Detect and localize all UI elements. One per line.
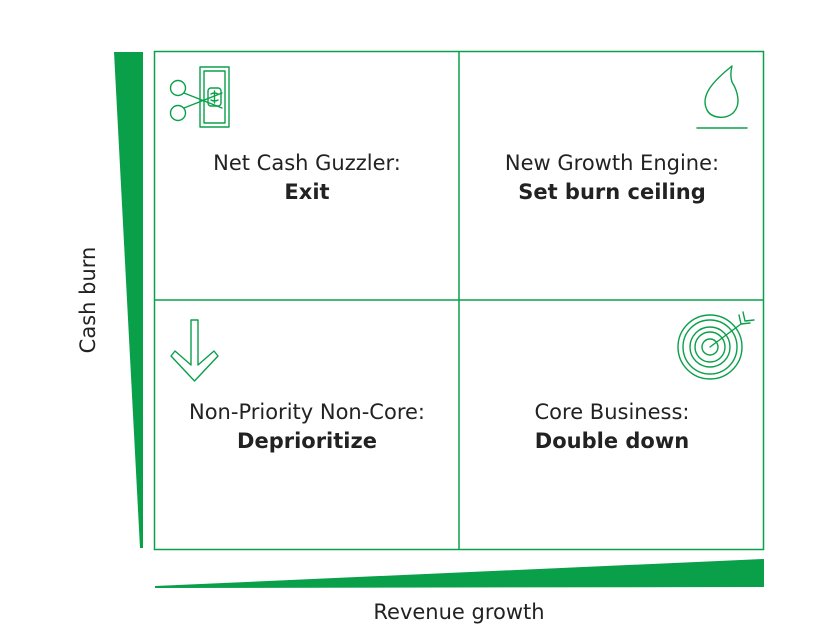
y-axis-wedge [114, 52, 143, 548]
quadrant-bottom-left: Non-Priority Non-Core: Deprioritize [170, 319, 425, 453]
quadrant-top-right: New Growth Engine: Set burn ceiling [505, 65, 748, 204]
flame-icon [696, 65, 748, 129]
quadrant-action: Double down [535, 429, 689, 453]
y-axis-label: Cash burn [76, 247, 100, 354]
target-icon [677, 311, 755, 380]
cutting-cash-icon [169, 66, 230, 128]
quadrant-title: Core Business: [535, 400, 690, 424]
quadrant-title: Net Cash Guzzler: [213, 151, 401, 175]
quadrant-top-left: Net Cash Guzzler: Exit [169, 66, 401, 204]
down-arrow-icon [170, 319, 219, 382]
x-axis-wedge [155, 559, 764, 588]
quadrant-title: Non-Priority Non-Core: [189, 400, 425, 424]
quadrant-action: Exit [284, 180, 329, 204]
x-axis-label: Revenue growth [373, 600, 544, 624]
quadrant-title: New Growth Engine: [505, 151, 719, 175]
quadrant-bottom-right: Core Business: Double down [535, 311, 755, 453]
quadrant-action: Deprioritize [237, 429, 377, 453]
quadrant-action: Set burn ceiling [518, 180, 706, 204]
